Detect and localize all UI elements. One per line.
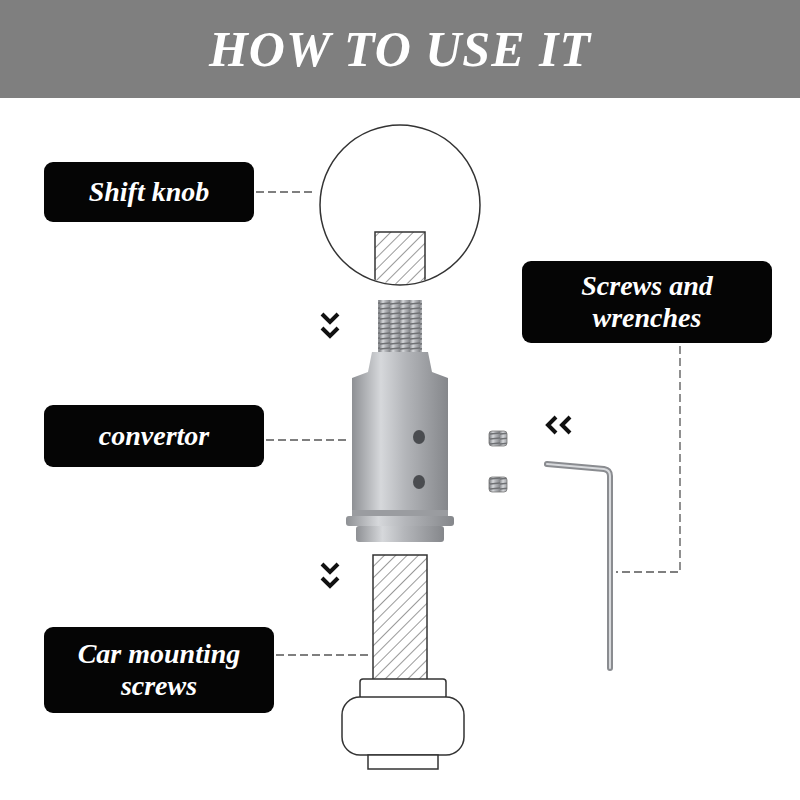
knob-bore bbox=[375, 232, 425, 292]
label-box: Shift knob bbox=[44, 162, 254, 222]
set-screw bbox=[489, 431, 507, 446]
converter-body bbox=[352, 352, 448, 512]
converter-groove bbox=[352, 510, 448, 516]
label-text: Screws and wrenches bbox=[538, 270, 756, 334]
label-box: Screws and wrenches bbox=[522, 261, 772, 343]
label-text: Car mounting screws bbox=[60, 638, 258, 702]
hex-wrench-shine bbox=[547, 464, 610, 668]
hex-wrench bbox=[547, 464, 610, 668]
leader-line bbox=[256, 191, 316, 192]
lever-base bbox=[368, 755, 438, 769]
page-title: HOW TO USE IT bbox=[0, 0, 800, 98]
set-screw bbox=[489, 477, 507, 492]
converter-base bbox=[356, 526, 444, 542]
left-chevrons bbox=[548, 417, 570, 433]
down-chevrons bbox=[322, 314, 338, 336]
label-box: convertor bbox=[44, 405, 264, 467]
label-text: Shift knob bbox=[89, 176, 210, 208]
set-screw-hole bbox=[413, 475, 425, 489]
set-screw-hole bbox=[413, 430, 425, 444]
label-box: Car mounting screws bbox=[44, 627, 274, 713]
lever-shaft bbox=[373, 555, 427, 681]
leader-line bbox=[616, 346, 680, 572]
lever-boot bbox=[342, 697, 464, 755]
lever-collar bbox=[360, 679, 446, 699]
converter-thread bbox=[378, 300, 422, 354]
converter-flange bbox=[346, 516, 454, 526]
leader-line bbox=[276, 654, 370, 655]
leader-line bbox=[266, 439, 348, 440]
down-chevrons bbox=[322, 564, 338, 586]
label-text: convertor bbox=[99, 420, 209, 452]
